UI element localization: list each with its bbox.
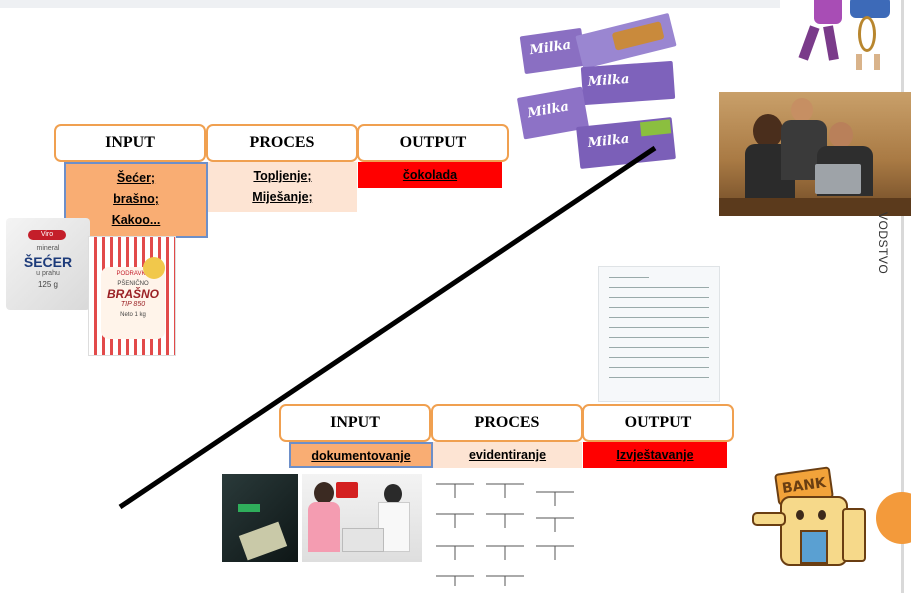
bottom-output-header: OUTPUT bbox=[582, 404, 734, 442]
bottom-proces-box: evidentiranje bbox=[433, 442, 582, 468]
bank-clipart: BANK bbox=[752, 466, 874, 568]
sugar-line1: mineral bbox=[36, 245, 60, 252]
shopping-bag-icon bbox=[336, 482, 358, 498]
top-output-item-chocolate: čokolada bbox=[402, 168, 458, 182]
bottom-proces-header: PROCES bbox=[431, 404, 583, 442]
sugar-package-image: Viro mineral ŠEĆER u prahu 125 g bbox=[6, 218, 90, 310]
bottom-proces-item-recording: evidentiranje bbox=[468, 448, 547, 462]
top-proces-item-melting: Topljenje; bbox=[253, 169, 312, 183]
flour-label: PODRAVKA PŠENIČNO BRAŠNO TIP 850 Neto 1 … bbox=[101, 267, 165, 339]
atm-card-photo bbox=[222, 474, 298, 562]
top-input-item-sugar: Šećer; bbox=[116, 171, 156, 185]
slide-right-border bbox=[901, 0, 904, 593]
flour-title: BRAŠNO bbox=[106, 287, 159, 301]
rope-icon bbox=[858, 16, 876, 52]
bottom-output-item-reporting: Izvještavanje bbox=[616, 448, 694, 462]
connector-line bbox=[118, 145, 657, 510]
report-document-image bbox=[598, 266, 720, 402]
side-vertical-label: VODSTVO bbox=[876, 212, 890, 275]
flour-package-image: PODRAVKA PŠENIČNO BRAŠNO TIP 850 Neto 1 … bbox=[88, 236, 176, 356]
flour-line1: PŠENIČNO bbox=[117, 281, 149, 287]
top-output-header: OUTPUT bbox=[357, 124, 509, 162]
sugar-weight: 125 g bbox=[37, 280, 59, 289]
top-banner-strip bbox=[0, 0, 780, 8]
man-sitting-head bbox=[829, 122, 853, 148]
person-rope-clipart bbox=[786, 0, 901, 72]
bottom-output-box: Izvještavanje bbox=[583, 442, 727, 468]
top-input-header: INPUT bbox=[54, 124, 206, 162]
bottom-input-item-documenting: dokumentovanje bbox=[311, 449, 411, 463]
top-proces-item-mixing: Miješanje; bbox=[252, 190, 313, 204]
top-input-item-flour: brašno; bbox=[113, 192, 159, 206]
woman-head bbox=[753, 114, 783, 148]
cash-register-icon bbox=[342, 528, 384, 552]
top-input-box: Šećer; brašno; Kakoo... bbox=[64, 162, 208, 238]
t-account-ledger-image bbox=[436, 483, 574, 586]
sugar-title: ŠEĆER bbox=[23, 254, 73, 270]
flour-brand: PODRAVKA bbox=[116, 271, 150, 277]
laptop-icon bbox=[815, 164, 861, 194]
flour-weight: Neto 1 kg bbox=[120, 312, 146, 318]
orange-corner-circle bbox=[876, 492, 911, 544]
bank-building-body bbox=[780, 496, 848, 566]
card-slot-icon bbox=[238, 504, 260, 512]
bank-card-icon bbox=[238, 521, 288, 561]
top-output-box: čokolada bbox=[358, 162, 502, 188]
sugar-sub: u prahu bbox=[36, 270, 60, 277]
cashier-photo bbox=[302, 474, 422, 562]
flour-type: TIP 850 bbox=[120, 301, 146, 308]
man-standing-head bbox=[791, 98, 813, 122]
flour-badge-icon bbox=[143, 257, 165, 279]
top-input-item-cocoa: Kakoo... bbox=[111, 213, 161, 227]
clipart-figure-1 bbox=[814, 0, 842, 24]
office-meeting-photo bbox=[719, 92, 911, 216]
bottom-input-header: INPUT bbox=[279, 404, 431, 442]
top-proces-box: Topljenje; Miješanje; bbox=[208, 162, 357, 212]
bottom-input-box: dokumentovanje bbox=[289, 442, 433, 468]
sugar-brand-logo: Viro bbox=[28, 230, 66, 240]
